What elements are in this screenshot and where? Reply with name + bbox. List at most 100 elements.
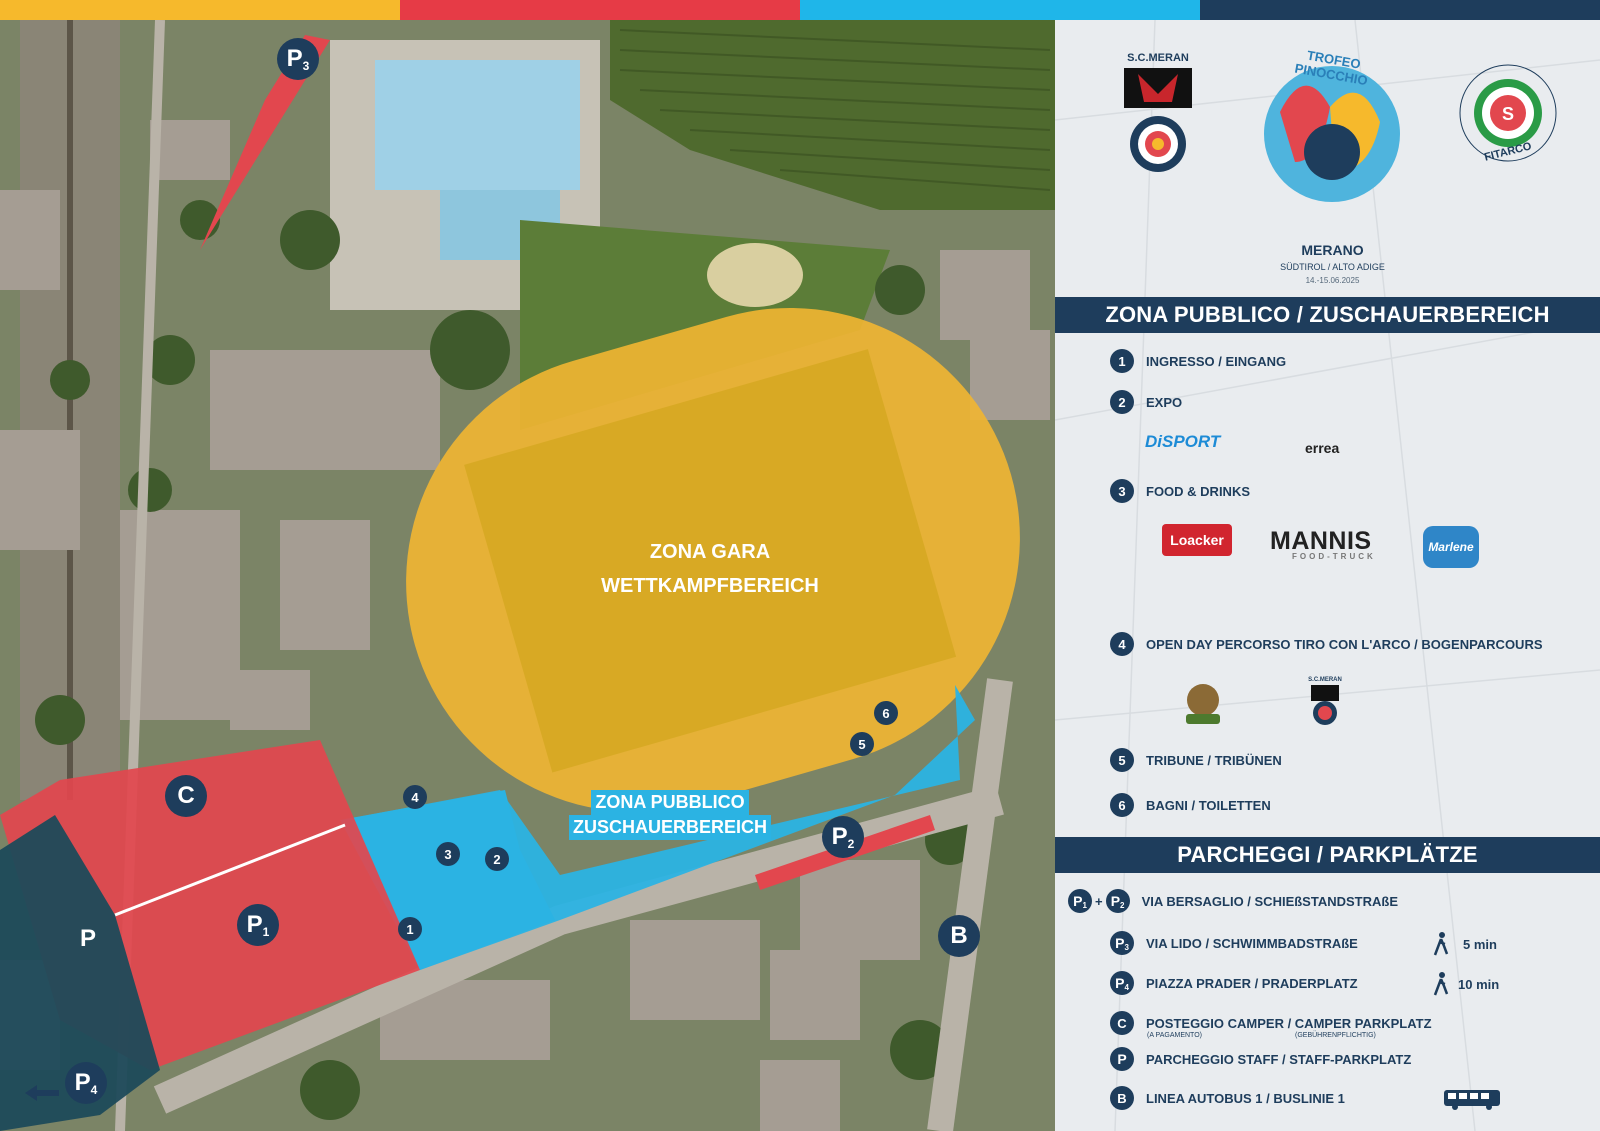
- legend-label-5: TRIBUNE / TRIBÜNEN: [1146, 752, 1282, 768]
- parcheggi-header: PARCHEGGI / PARKPLÄTZE: [1055, 837, 1600, 873]
- aerial-map[interactable]: ZONA GARA WETTKAMPFBEREICH ZONA PUBBLICO…: [0, 20, 1055, 1131]
- zona-pubblico-header: ZONA PUBBLICO / ZUSCHAUERBEREICH: [1055, 297, 1600, 333]
- disport-logo: DiSPORT: [1145, 432, 1221, 451]
- zona-pubblico-entry[interactable]: [340, 790, 555, 970]
- errea-logo: errea: [1305, 440, 1340, 456]
- badge-p1-sub: 1: [262, 925, 270, 939]
- zona-pubblico-label: ZONA PUBBLICO ZUSCHAUERBEREICH: [550, 790, 790, 840]
- badge-p4-icon-sub: 4: [1124, 982, 1129, 992]
- badge-staff-icon-letter: P: [1117, 1051, 1127, 1067]
- parking-label-bersaglio: VIA BERSAGLIO / SCHIEßSTANDSTRAßE: [1141, 893, 1398, 909]
- sc-meran-name: S.C.MERAN: [1127, 52, 1189, 64]
- badge-p3-sub: 3: [302, 59, 310, 73]
- map-badge-c[interactable]: C: [165, 775, 207, 817]
- map-drawing: [0, 20, 1055, 1131]
- mannis-foodtruck-label: FOOD-TRUCK: [1292, 552, 1376, 561]
- map-marker-6[interactable]: 6: [874, 701, 898, 725]
- sc-meran-small-logo: S.C.MERAN: [1307, 677, 1343, 732]
- badge-p4-icon-letter: P: [1115, 975, 1125, 991]
- legend-label-4: OPEN DAY PERCORSO TIRO CON L'ARCO / BOGE…: [1146, 636, 1543, 652]
- legend-num-5: 5: [1110, 748, 1134, 772]
- topbar-red: [400, 0, 800, 20]
- legend-label-2: EXPO: [1146, 394, 1183, 410]
- legend-num-2: 2: [1110, 390, 1134, 414]
- zona-pubblico-line2: ZUSCHAUERBEREICH: [568, 815, 771, 840]
- playground: [707, 243, 803, 307]
- parking-item-bus[interactable]: B LINEA AUTOBUS 1 / BUSLINIE 1: [1110, 1086, 1345, 1110]
- badge-b-text: B: [950, 922, 968, 949]
- map-marker-1[interactable]: 1: [398, 917, 422, 941]
- map-marker-2[interactable]: 2: [485, 847, 509, 871]
- badge-p4-letter: P: [74, 1069, 91, 1096]
- badge-p3-icon-sub: 3: [1124, 942, 1129, 952]
- sc-meran-logo: S.C.MERAN: [1118, 52, 1198, 179]
- map-badge-staff[interactable]: P: [66, 917, 110, 961]
- mannis-logo: MANNIS: [1270, 527, 1372, 555]
- legend-item-1[interactable]: 1 INGRESSO / EINGANG: [1110, 349, 1286, 373]
- fitarco-emblem-icon: S: [1459, 64, 1557, 162]
- badge-p1-icon-sub: 1: [1082, 900, 1087, 910]
- map-marker-3[interactable]: 3: [436, 842, 460, 866]
- badge-p1-letter: P: [246, 911, 263, 938]
- loacker-logo: Loacker: [1162, 524, 1232, 556]
- parking-p3-strip[interactable]: [200, 35, 330, 250]
- walk-time-prader: 10 min: [1458, 977, 1500, 992]
- zona-gara-line2: WETTKAMPFBEREICH: [601, 575, 819, 597]
- legend-item-6[interactable]: 6 BAGNI / TOILETTEN: [1110, 793, 1271, 817]
- parking-item-staff[interactable]: P PARCHEGGIO STAFF / STAFF-PARKPLATZ: [1110, 1047, 1411, 1071]
- camper-note-de: (GEBÜHRENPFLICHTIG): [1295, 1032, 1376, 1039]
- map-marker-4[interactable]: 4: [403, 785, 427, 809]
- parking-label-camper: POSTEGGIO CAMPER / CAMPER PARKPLATZ: [1146, 1015, 1432, 1031]
- badge-staff-letter: P: [79, 925, 96, 952]
- parking-item-camper[interactable]: C POSTEGGIO CAMPER / CAMPER PARKPLATZ: [1110, 1011, 1432, 1035]
- bus-icon: [1444, 1090, 1500, 1110]
- badge-staff-icon: P: [1110, 1047, 1134, 1071]
- sc-meran-small-name: S.C.MERAN: [1308, 677, 1342, 683]
- badge-c-text: C: [177, 782, 195, 809]
- sc-meran-shield-icon: [1124, 68, 1192, 172]
- badge-p2-sub: 2: [847, 837, 855, 851]
- badge-b-icon: B: [1110, 1086, 1134, 1110]
- map-badge-b[interactable]: B: [938, 915, 980, 957]
- legend-item-2[interactable]: 2 EXPO: [1110, 390, 1182, 414]
- parking-label-prader: PIAZZA PRADER / PRADERPLATZ: [1146, 975, 1358, 991]
- legend-num-4: 4: [1110, 632, 1134, 656]
- football-field: [464, 349, 957, 773]
- region-label: SÜDTIROL / ALTO ADIGE: [1280, 262, 1385, 272]
- dates-label: 14.-15.06.2025: [1305, 276, 1360, 285]
- archery-mascot-icon: [1186, 684, 1220, 724]
- zona-gara-label: ZONA GARA WETTKAMPFBEREICH: [585, 535, 835, 603]
- legend-item-5[interactable]: 5 TRIBUNE / TRIBÜNEN: [1110, 748, 1282, 772]
- topbar-blue: [800, 0, 1200, 20]
- topbar-navy: [1200, 0, 1600, 20]
- legend-panel: [1055, 20, 1600, 1131]
- legend-num-1: 1: [1110, 349, 1134, 373]
- legend-item-3[interactable]: 3 FOOD & DRINKS: [1110, 479, 1250, 503]
- road-side: [927, 678, 1013, 1131]
- svg-text:S: S: [1502, 104, 1514, 124]
- parking-divider: [114, 823, 346, 917]
- legend-item-4[interactable]: 4 OPEN DAY PERCORSO TIRO CON L'ARCO / BO…: [1110, 632, 1543, 656]
- plus-sign: +: [1095, 893, 1103, 909]
- legend-num-3: 3: [1110, 479, 1134, 503]
- map-marker-5[interactable]: 5: [850, 732, 874, 756]
- merano-label: MERANO: [1301, 242, 1364, 258]
- camper-note-it: (A PAGAMENTO): [1147, 1032, 1202, 1039]
- walking-person-icon-2: [1433, 972, 1449, 996]
- topbar-yellow: [0, 0, 400, 20]
- parking-label-staff: PARCHEGGIO STAFF / STAFF-PARKPLATZ: [1146, 1051, 1412, 1067]
- badge-p2-letter: P: [831, 823, 848, 850]
- trofeo-pinocchio-logo: TROFEO PINOCCHIO: [1250, 48, 1415, 202]
- staff-parking-area[interactable]: [0, 815, 160, 1131]
- parking-label-bus: LINEA AUTOBUS 1 / BUSLINIE 1: [1146, 1090, 1345, 1106]
- fitarco-logo: S FITARCO: [1453, 58, 1563, 168]
